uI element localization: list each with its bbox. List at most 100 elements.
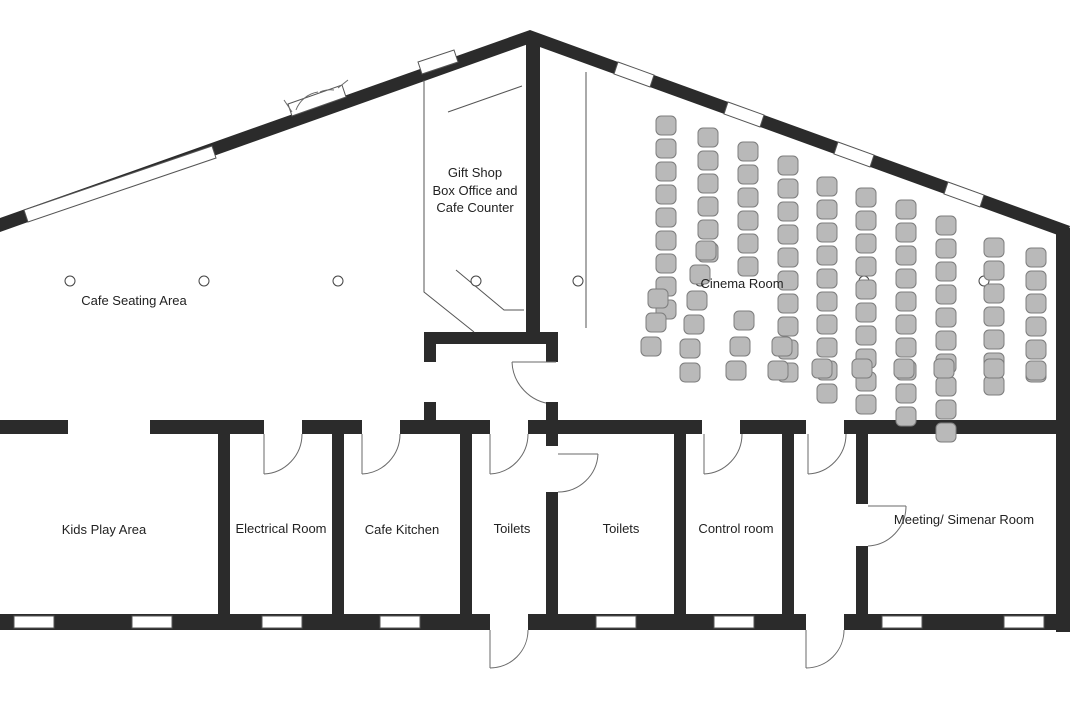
cinema-seat: [816, 383, 838, 404]
cinema-seat: [1025, 247, 1047, 268]
cinema-seat: [895, 406, 917, 427]
cinema-seat: [771, 336, 793, 357]
cinema-seat: [816, 222, 838, 243]
cinema-seat: [855, 210, 877, 231]
cinema-seat: [1025, 339, 1047, 360]
cinema-seat: [777, 316, 799, 337]
cinema-seat: [725, 360, 747, 381]
cinema-seat: [777, 247, 799, 268]
cinema-seat: [983, 237, 1005, 258]
cinema-seat: [855, 187, 877, 208]
cinema-seat: [935, 238, 957, 259]
cinema-seat: [697, 150, 719, 171]
counter-outline: [423, 72, 587, 333]
window-right-2: [723, 101, 765, 128]
cinema-seat: [737, 256, 759, 277]
kids-play-label: Kids Play Area: [61, 522, 147, 537]
cinema-seat: [737, 210, 759, 231]
cinema-seat: [777, 201, 799, 222]
cinema-seat: [811, 358, 833, 379]
cinema-seat: [855, 256, 877, 277]
cinema-seat: [983, 306, 1005, 327]
cinema-seat: [767, 360, 789, 381]
gift-shop-label-line2: Box Office and: [432, 183, 518, 198]
column: [198, 275, 210, 287]
cinema-seat: [893, 358, 915, 379]
cinema-seat: [697, 173, 719, 194]
toilets-label-1: Toilets: [493, 521, 531, 536]
stub-column: [424, 402, 436, 422]
cinema-seat: [855, 233, 877, 254]
cinema-seat: [895, 383, 917, 404]
cafe-seating-label: Cafe Seating Area: [81, 293, 187, 308]
cinema-seat: [655, 253, 677, 274]
window-right-1: [613, 61, 655, 88]
cinema-seat: [679, 338, 701, 359]
cinema-seat: [689, 264, 711, 285]
gift-shop-label-line1: Gift Shop: [447, 165, 503, 180]
roof-wall-right: [526, 30, 1070, 238]
cinema-seat: [697, 127, 719, 148]
cinema-seat: [729, 336, 751, 357]
cinema-seat: [655, 115, 677, 136]
cinema-seat: [855, 302, 877, 323]
cinema-seat: [655, 230, 677, 251]
cinema-seat: [777, 155, 799, 176]
cinema-seat: [655, 184, 677, 205]
cinema-seat: [935, 261, 957, 282]
cinema-seat: [695, 240, 717, 261]
cinema-seat: [816, 337, 838, 358]
main-entrance-door: [283, 79, 349, 113]
cinema-seat: [1025, 293, 1047, 314]
cinema-seat: [683, 314, 705, 335]
cinema-seat: [647, 288, 669, 309]
return-stub-right: [546, 332, 558, 362]
gift-shop-label-line3: Cafe Counter: [436, 200, 514, 215]
roof-windows-left: [23, 49, 459, 223]
cinema-seat: [679, 362, 701, 383]
return-stub-left: [424, 332, 436, 362]
cinema-seat: [816, 291, 838, 312]
cinema-seat: [655, 207, 677, 228]
cinema-seat: [655, 138, 677, 159]
cinema-seat: [737, 164, 759, 185]
cinema-seat: [895, 268, 917, 289]
cinema-seat: [777, 270, 799, 291]
cinema-seat: [777, 224, 799, 245]
cinema-seat: [816, 176, 838, 197]
cinema-seat: [777, 293, 799, 314]
cinema-seat: [640, 336, 662, 357]
cinema-seat: [737, 141, 759, 162]
cinema-seat: [1025, 270, 1047, 291]
control-room-label: Control room: [698, 521, 774, 536]
cinema-seat: [733, 310, 755, 331]
cinema-seat: [895, 291, 917, 312]
column: [470, 275, 482, 287]
cinema-seat: [935, 330, 957, 351]
cinema-seat: [697, 196, 719, 217]
cinema-seat: [895, 314, 917, 335]
window-right-3: [833, 141, 875, 168]
window-right-4: [943, 181, 985, 208]
window-left-upper: [287, 84, 347, 117]
cinema-seat: [983, 260, 1005, 281]
cinema-seat: [935, 399, 957, 420]
column: [64, 275, 76, 287]
roof-windows-right: [613, 61, 985, 208]
cinema-seat: [655, 161, 677, 182]
cinema-seat: [697, 219, 719, 240]
cinema-seat: [737, 187, 759, 208]
meeting-room-label: Meeting/ Simenar Room: [893, 512, 1035, 527]
cinema-seat: [895, 199, 917, 220]
cinema-seat: [855, 394, 877, 415]
cinema-seat: [686, 290, 708, 311]
cinema-seat: [816, 245, 838, 266]
cinema-seat: [855, 279, 877, 300]
bottom-windows: [13, 615, 1045, 629]
cinema-seat: [935, 284, 957, 305]
central-wall-return: [424, 332, 558, 344]
cinema-seat: [855, 325, 877, 346]
column: [332, 275, 344, 287]
electrical-room-label: Electrical Room: [235, 521, 327, 536]
